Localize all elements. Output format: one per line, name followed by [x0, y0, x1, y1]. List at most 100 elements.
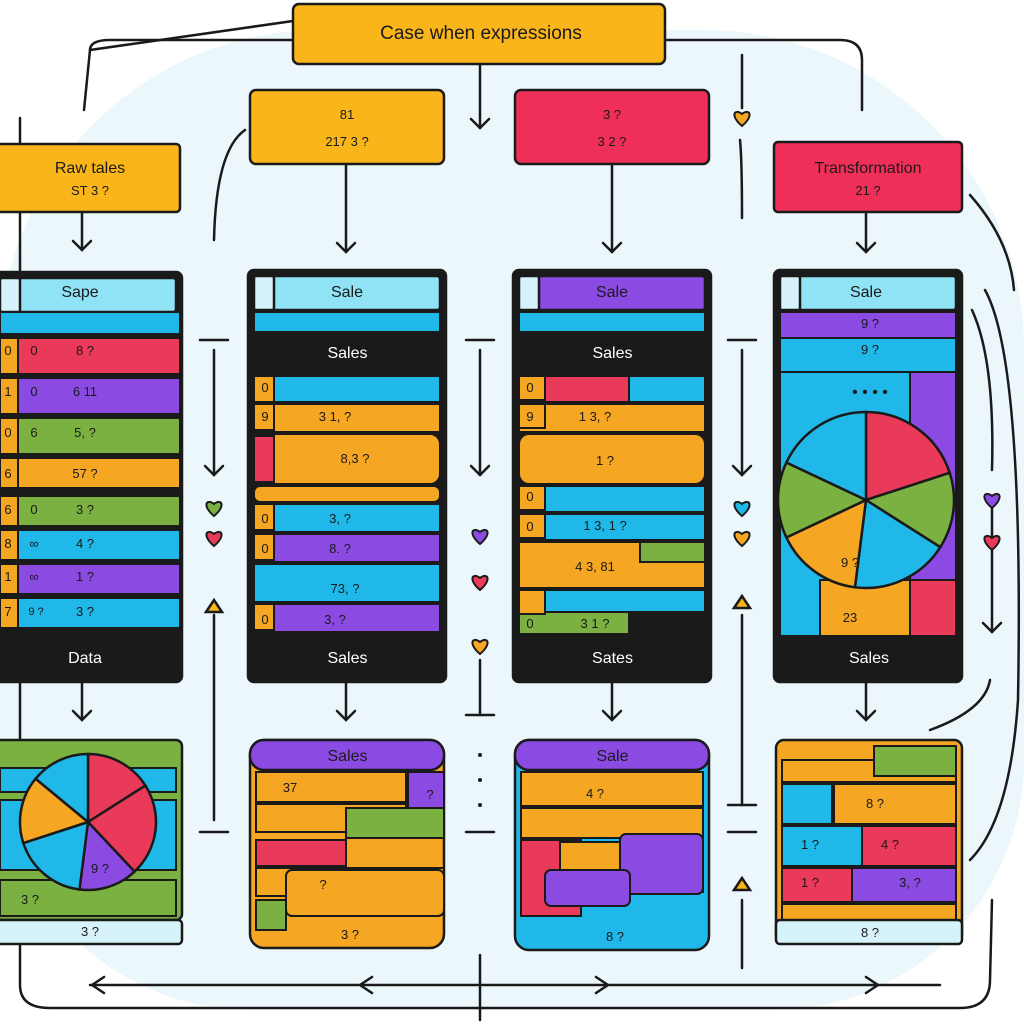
- table-row: [0, 495, 181, 527]
- heart-icon: [733, 530, 751, 548]
- table-4-value-2: 9 ?: [860, 343, 880, 357]
- table-row-index-cell: [518, 513, 546, 539]
- raw-sales-label: Raw tales: [54, 160, 126, 177]
- table-4-footer: Sales: [848, 650, 890, 667]
- arrow-down-icon: [469, 464, 491, 477]
- bottom-1-label-2: 9 ?: [90, 862, 110, 876]
- arrow-down-icon: [71, 239, 93, 252]
- table-row-num: 0: [526, 490, 534, 504]
- bottom-row: [781, 783, 833, 825]
- bottom-2-label-1: 37: [282, 781, 298, 795]
- arrow-down-icon: [203, 464, 225, 477]
- table-row-value: 1 ?: [75, 570, 95, 584]
- table-row-value: 3, ?: [329, 512, 351, 526]
- table-row-index-cell: [253, 403, 275, 431]
- bottom-card-header: [248, 738, 446, 772]
- table-row: [0, 457, 181, 489]
- bottom-4-caption: 8 ?: [860, 926, 880, 940]
- arrow-up-icon: [731, 875, 753, 892]
- arrow-left-icon: [89, 975, 106, 995]
- table-row: [253, 485, 441, 503]
- table-row: [639, 541, 706, 563]
- bottom-4-label-4: 1 ?: [800, 876, 820, 890]
- table-row-num: 9: [526, 410, 534, 424]
- table-row-mark: 0: [30, 385, 38, 399]
- table-row: [518, 611, 630, 635]
- connector-line: [928, 678, 992, 732]
- table-3-footer: Sates: [592, 650, 633, 667]
- heart-icon: [733, 110, 751, 128]
- table-header-cell: [252, 274, 276, 312]
- connector-line: [968, 288, 1021, 862]
- table-row-num: 9: [261, 410, 269, 424]
- table-row-value: 6 11: [72, 385, 98, 399]
- bottom-4-label-2: 1 ?: [800, 838, 820, 852]
- connector-line: [88, 38, 302, 52]
- heart-icon: [471, 574, 489, 592]
- bottom-row: [255, 839, 347, 867]
- table-row-mark: ∞: [29, 570, 39, 584]
- bottom-2-label-2: ?: [426, 788, 434, 802]
- connector-line: [212, 128, 247, 242]
- bottom-row: [0, 879, 177, 917]
- heart-icon: [733, 500, 751, 518]
- box-3-value: 3 2 ?: [597, 135, 627, 149]
- table-row-index-cell: [0, 495, 19, 527]
- bottom-3-label-1: 4 ?: [585, 787, 605, 801]
- table-1-footer: Data: [68, 650, 102, 667]
- table-row: [0, 563, 181, 595]
- arrow-down-icon: [981, 621, 1003, 634]
- table-4-value-1: 9 ?: [860, 317, 880, 331]
- bottom-row: [544, 869, 631, 907]
- table-row-index-cell: [0, 337, 19, 375]
- table-2-footer: Sales: [327, 650, 368, 667]
- connector-line: [478, 898, 994, 1010]
- bottom-1-label-1: 3 ?: [20, 893, 40, 907]
- table-row: [518, 433, 706, 485]
- table-row: [253, 563, 441, 603]
- table-row-num: 0: [261, 542, 269, 556]
- table-row: [518, 311, 706, 333]
- pie-dots: • • • •: [852, 384, 888, 401]
- bottom-row: [345, 807, 445, 839]
- connector-line: [970, 308, 994, 472]
- pie-slice: [864, 410, 952, 502]
- table-row-index-cell: [0, 377, 19, 415]
- table-row-index-cell: [0, 529, 19, 561]
- table-row: [0, 417, 181, 455]
- box-2-label: 81: [339, 108, 355, 122]
- table-row-index-cell: [253, 435, 275, 483]
- table-row-value: 8 ?: [75, 344, 95, 358]
- bottom-row: [255, 771, 407, 803]
- table-row: [253, 403, 441, 433]
- table-row-num: 0: [4, 426, 12, 440]
- raw-sales-value: ST 3 ?: [70, 184, 110, 198]
- heart-icon: [205, 530, 223, 548]
- table-row-value: 4 3, 81: [575, 560, 615, 574]
- table-row-index-cell: [0, 457, 19, 489]
- arrow-down-icon: [855, 709, 877, 722]
- pie-slice: [853, 497, 943, 590]
- table-row: [0, 377, 181, 415]
- table-row-num: 7: [4, 605, 12, 619]
- arrow-left-icon: [357, 975, 374, 995]
- pie-slice: [863, 471, 956, 549]
- table-row-value: 8,3 ?: [340, 452, 370, 466]
- table-row-index-cell: [253, 375, 275, 403]
- table-row-index-cell: [253, 603, 275, 631]
- box-2: [248, 88, 446, 166]
- bottom-2-header: Sales: [327, 748, 368, 765]
- heart-icon: [983, 492, 1001, 510]
- bottom-caption-bar: [774, 918, 964, 946]
- table-4-header: Sale: [849, 284, 883, 301]
- table-row-value: 1 3, 1 ?: [583, 519, 627, 533]
- table-row: [0, 337, 181, 375]
- table-2-subheader: Sales: [327, 345, 368, 362]
- arrow-down-icon: [335, 241, 357, 254]
- table-row-num: 1: [4, 570, 12, 584]
- raw-sales-box: [0, 142, 182, 214]
- table-row-value: 3 1 ?: [580, 617, 610, 631]
- bottom-pie-slice: [86, 783, 158, 874]
- bottom-2-label-3: ?: [319, 878, 327, 892]
